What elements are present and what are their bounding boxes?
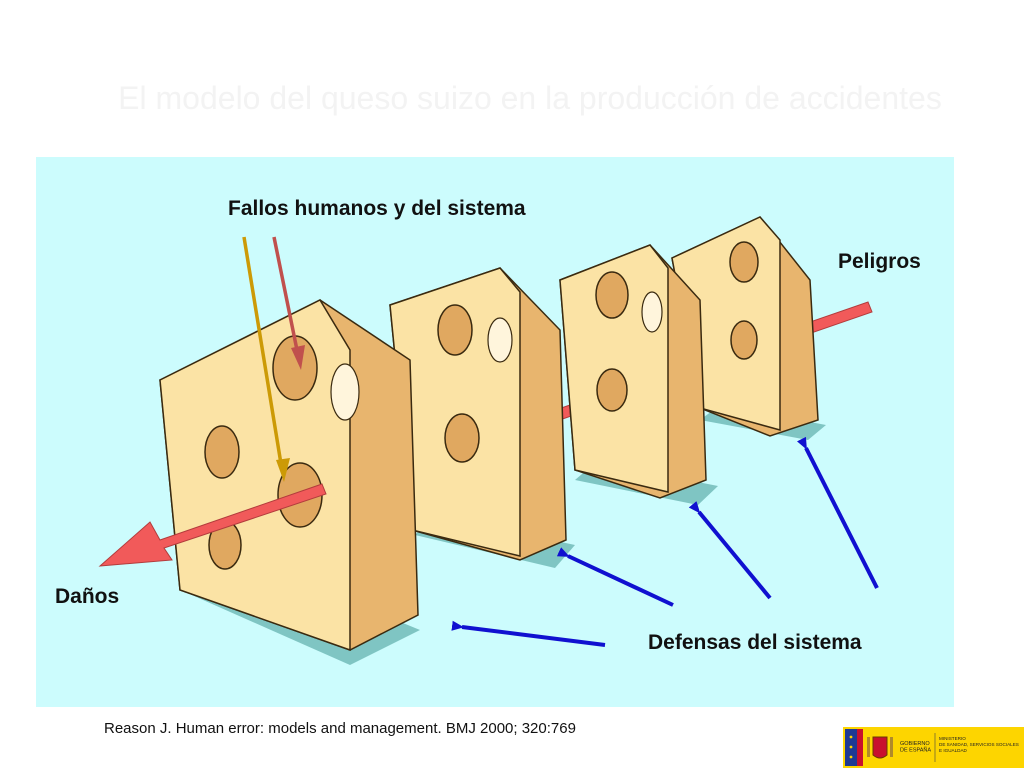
label-fallos: Fallos humanos y del sistema [228, 197, 526, 220]
hazard-arrow-head [98, 483, 327, 567]
defense-arrows [451, 436, 879, 647]
cheese-slice-1 [159, 299, 420, 665]
defense-arrow-2 [556, 547, 674, 607]
cheese-slice-2 [389, 267, 575, 568]
defense-arrow-3 [688, 501, 772, 600]
label-peligros: Peligros [838, 250, 921, 273]
defense-arrow-1 [451, 620, 606, 647]
failure-arrow-gold [242, 236, 290, 482]
failure-arrow-red [272, 236, 305, 370]
slide-title: El modelo del queso suizo en la producci… [118, 80, 942, 116]
reference-citation: Reason J. Human error: models and manage… [104, 720, 576, 737]
label-danos: Daños [55, 585, 119, 608]
label-defensas: Defensas del sistema [648, 631, 862, 654]
cheese-slice-3 [559, 244, 718, 505]
defense-arrow-4 [797, 436, 879, 589]
